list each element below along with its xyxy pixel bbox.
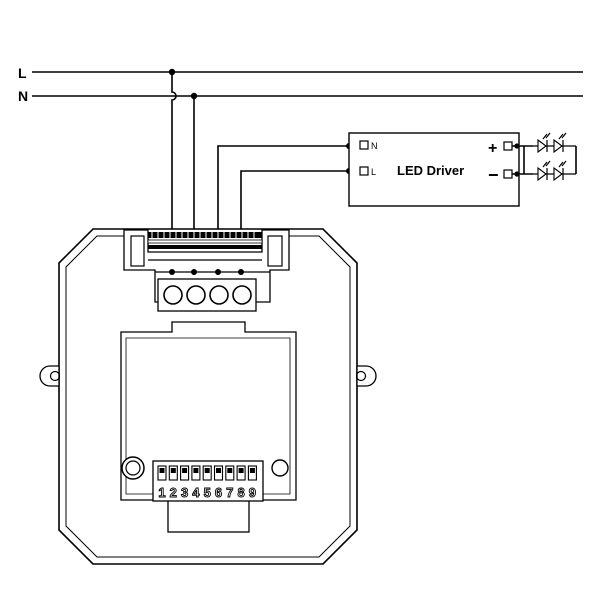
dip-number-7: 7 bbox=[226, 485, 233, 500]
terminal-screw-1 bbox=[163, 285, 183, 305]
dip-key-knob-4 bbox=[193, 468, 199, 473]
led-string-bottom bbox=[533, 160, 576, 182]
dip-key-knob-7 bbox=[227, 468, 233, 473]
dip-key-knob-3 bbox=[182, 468, 188, 473]
terminal-screw-4 bbox=[232, 285, 252, 305]
driver-input-n-label: N bbox=[371, 141, 378, 151]
dip-number-4: 4 bbox=[192, 485, 200, 500]
right-round-button bbox=[271, 459, 289, 477]
terminal-dot-1 bbox=[169, 269, 175, 275]
driver-minus-label: − bbox=[488, 165, 499, 185]
dip-key-knob-6 bbox=[216, 468, 221, 473]
terminal-dot-2 bbox=[191, 269, 197, 275]
dip-key-knob-8 bbox=[238, 468, 244, 473]
driver-terminal-l bbox=[359, 166, 369, 176]
led-driver-title: LED Driver bbox=[397, 163, 464, 178]
dip-key-knob-1 bbox=[159, 468, 165, 473]
dip-number-9: 9 bbox=[249, 485, 256, 500]
dip-number-1: 1 bbox=[158, 485, 165, 500]
driver-input-l-label: L bbox=[371, 167, 376, 177]
neutral-label: N bbox=[18, 88, 28, 104]
dip-key-knob-2 bbox=[170, 468, 176, 473]
driver-terminal-n bbox=[359, 140, 369, 150]
terminal-screw-3 bbox=[209, 285, 229, 305]
right-mount-ear bbox=[355, 365, 377, 387]
dip-number-5: 5 bbox=[204, 485, 211, 500]
device-housing-inner bbox=[65, 235, 351, 558]
dip-number-8: 8 bbox=[237, 485, 244, 500]
left-round-button bbox=[121, 456, 145, 480]
terminal-strip-top bbox=[148, 232, 262, 238]
led-driver-box bbox=[348, 132, 520, 207]
dip-number-2: 2 bbox=[170, 485, 177, 500]
left-mount-ear bbox=[39, 365, 61, 387]
dip-key-knob-9 bbox=[249, 468, 255, 473]
driver-plus-label: + bbox=[488, 140, 497, 157]
dip-key-knob-5 bbox=[204, 468, 210, 473]
terminal-screw-2 bbox=[186, 285, 206, 305]
dip-switch-keys bbox=[157, 465, 257, 481]
line-label: L bbox=[18, 65, 27, 81]
terminal-dot-3 bbox=[215, 269, 221, 275]
l-drop-wire bbox=[171, 72, 177, 272]
terminal-strip-bottom bbox=[148, 245, 262, 249]
led-string-top bbox=[533, 132, 576, 154]
dip-number-3: 3 bbox=[181, 485, 188, 500]
dip-number-6: 6 bbox=[215, 485, 222, 500]
terminal-dot-4 bbox=[238, 269, 244, 275]
bottom-tab bbox=[167, 499, 250, 533]
